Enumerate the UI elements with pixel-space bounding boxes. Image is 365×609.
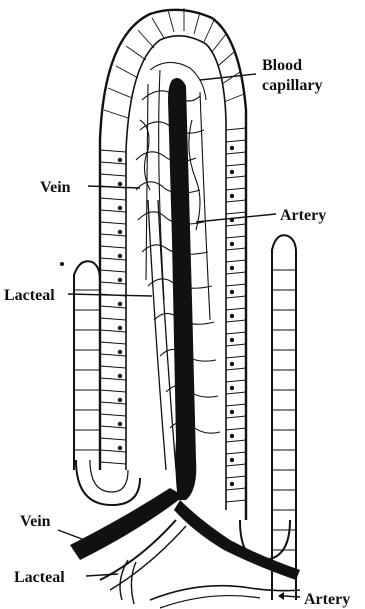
label-vein-upper: Vein: [40, 179, 71, 196]
lacteal-vessel: [148, 200, 176, 470]
leader-lacteal-upper: [68, 294, 152, 296]
speck: [60, 262, 64, 266]
adjacent-villus-left: [74, 261, 100, 470]
leader-artery-upper: [196, 214, 276, 222]
label-blood-capillary-line1: Blood: [262, 57, 302, 74]
label-blood-capillary-line2: capillary: [262, 77, 322, 94]
leader-blood-capillary: [200, 74, 256, 80]
label-artery-upper: Artery: [280, 207, 326, 224]
leader-artery-lower: [284, 596, 300, 597]
adjacent-villus-right: [272, 235, 296, 600]
label-lacteal-upper: Lacteal: [4, 287, 55, 304]
arrow-artery-lower: [278, 592, 284, 600]
label-vein-lower: Vein: [20, 513, 51, 530]
label-lacteal-lower: Lacteal: [14, 569, 65, 586]
leader-lacteal-lower: [86, 574, 118, 576]
crypt-left: [76, 460, 140, 505]
artery-vessel: [168, 78, 196, 500]
leader-vein-upper: [88, 186, 140, 188]
leader-vein-lower: [58, 530, 90, 542]
label-artery-lower: Artery: [304, 591, 350, 608]
base-vessels: [70, 488, 300, 608]
